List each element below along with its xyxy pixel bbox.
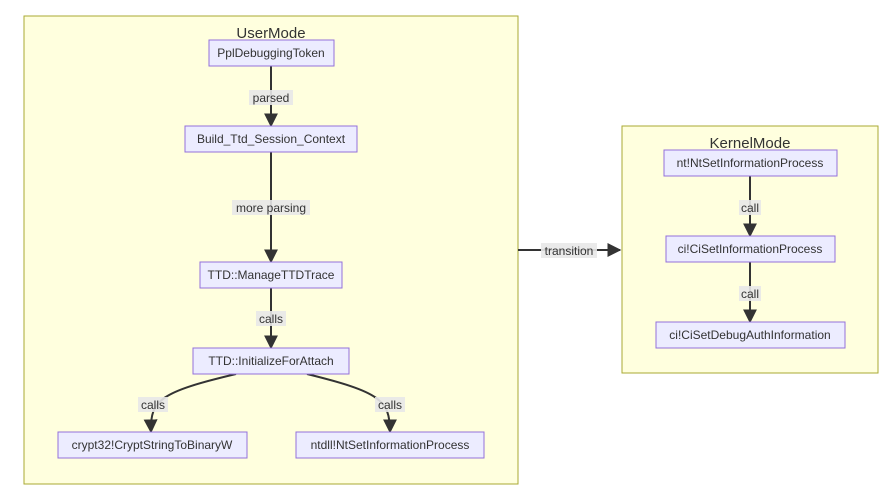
node-ci-ci-set-debug-auth-information: ci!CiSetDebugAuthInformation: [655, 321, 846, 349]
edge-init-crypt: calls: [138, 373, 237, 434]
node-label: ci!CiSetInformationProcess: [678, 242, 823, 256]
edge-ppl-build: parsed: [249, 66, 293, 128]
node-label: ci!CiSetDebugAuthInformation: [669, 328, 830, 342]
node-ntdll-nt-set-information-process: ntdll!NtSetInformationProcess: [295, 431, 485, 459]
node-label: crypt32!CryptStringToBinaryW: [72, 438, 233, 452]
node-ci-ci-set-information-process: ci!CiSetInformationProcess: [665, 235, 836, 263]
node-ttd-initialize-for-attach: TTD::InitializeForAttach: [192, 347, 350, 375]
usermode-title: UserMode: [236, 25, 305, 42]
edge-label-calls: calls: [378, 398, 402, 412]
node-label: Build_Ttd_Session_Context: [197, 132, 346, 146]
edge-label-call: call: [741, 201, 759, 215]
node-label: TTD::ManageTTDTrace: [208, 268, 335, 282]
edge-init-ntdll: calls: [306, 373, 405, 434]
node-nt-nt-set-information-process: nt!NtSetInformationProcess: [663, 149, 838, 177]
edge-label-parsed: parsed: [253, 91, 290, 105]
kernelmode-title: KernelMode: [710, 135, 791, 152]
edge-build-manage: more parsing: [232, 152, 310, 264]
edge-label-more-parsing: more parsing: [236, 201, 306, 215]
node-label: TTD::InitializeForAttach: [208, 354, 333, 368]
node-label: nt!NtSetInformationProcess: [677, 156, 824, 170]
edge-label-calls: calls: [259, 312, 283, 326]
edge-label-call: call: [741, 287, 759, 301]
node-build-ttd-session-context: Build_Ttd_Session_Context: [184, 125, 358, 153]
edge-ci1-ci2: call: [739, 262, 761, 324]
node-label: PplDebuggingToken: [217, 46, 324, 60]
edge-nt-ci1: call: [739, 176, 761, 238]
node-ppl-debugging-token: PplDebuggingToken: [208, 39, 335, 67]
node-ttd-manage-ttd-trace: TTD::ManageTTDTrace: [199, 261, 343, 289]
edge-transition: transition: [518, 243, 622, 258]
node-crypt32-crypt-string-to-binary: crypt32!CryptStringToBinaryW: [57, 431, 248, 459]
edge-manage-init: calls: [256, 288, 286, 350]
edge-label-calls: calls: [141, 398, 165, 412]
node-label: ntdll!NtSetInformationProcess: [311, 438, 470, 452]
edge-label-transition: transition: [545, 244, 594, 258]
